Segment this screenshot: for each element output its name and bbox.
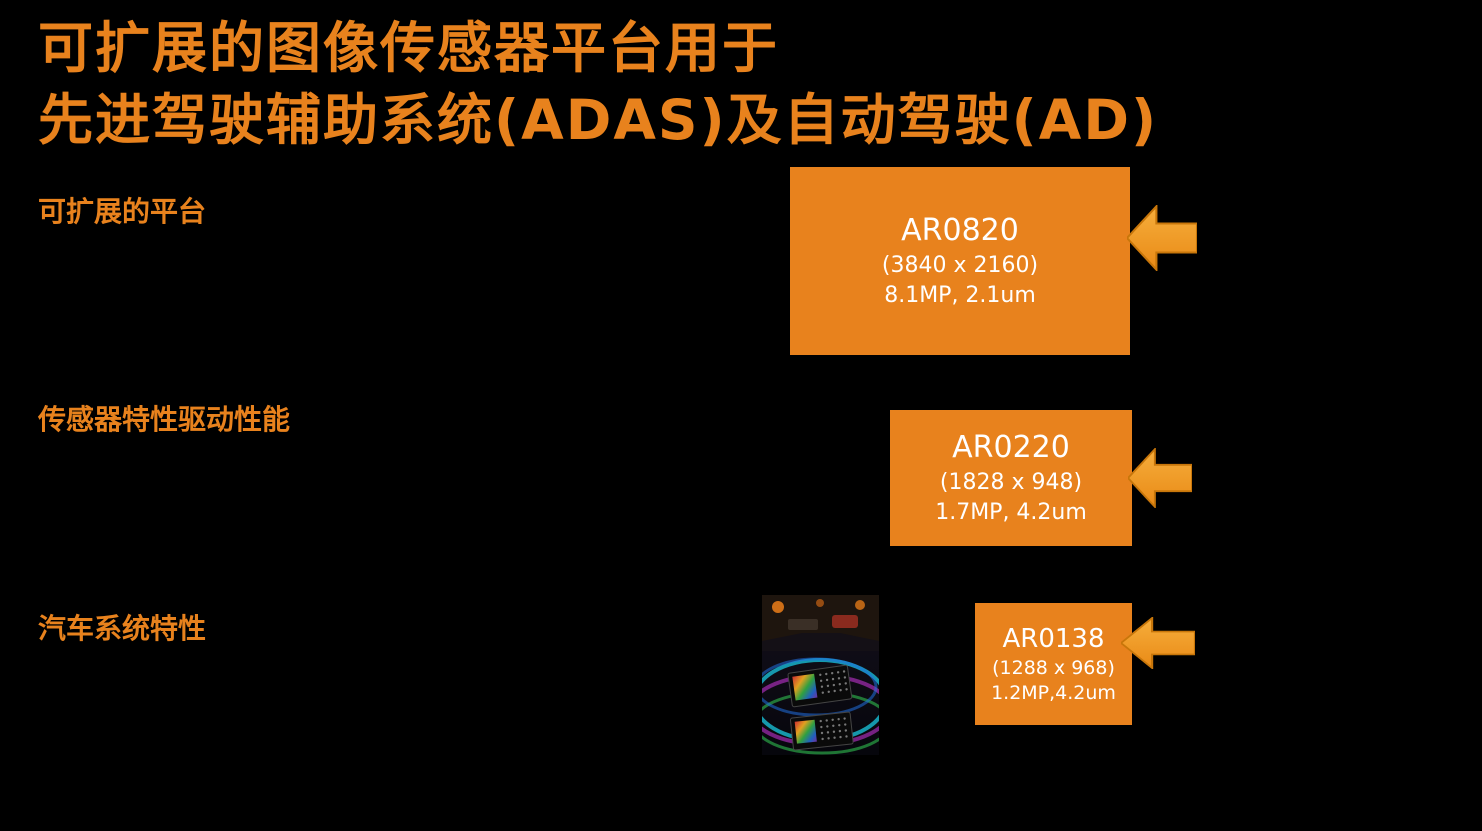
section-label-scalable-platform: 可扩展的平台	[38, 195, 207, 228]
sensor-box-ar0220: AR0220 (1828 x 948) 1.7MP, 4.2um	[890, 410, 1132, 546]
sensor-resolution: (1288 x 968)	[992, 657, 1115, 679]
sensor-resolution: (3840 x 2160)	[881, 253, 1039, 278]
left-arrow-icon	[1127, 205, 1197, 271]
car-camera-demo-image	[762, 595, 879, 755]
sensor-name: AR0220	[952, 430, 1070, 465]
sensor-box-ar0138: AR0138 (1288 x 968) 1.2MP,4.2um	[975, 603, 1132, 725]
sensor-box-ar0820: AR0820 (3840 x 2160) 8.1MP, 2.1um	[790, 167, 1130, 355]
sensor-resolution: (1828 x 948)	[939, 470, 1083, 495]
sensor-name: AR0138	[1002, 624, 1105, 654]
left-arrow-icon	[1128, 448, 1192, 508]
page-title-line1: 可扩展的图像传感器平台用于	[38, 16, 780, 80]
section-label-automotive-features: 汽车系统特性	[38, 612, 207, 645]
sensor-spec: 8.1MP, 2.1um	[884, 283, 1036, 308]
section-label-sensor-performance: 传感器特性驱动性能	[38, 403, 291, 436]
sensor-name: AR0820	[901, 213, 1019, 248]
page-title: 可扩展的图像传感器平台用于 先进驾驶辅助系统(ADAS)及自动驾驶(AD)	[38, 12, 1158, 156]
left-arrow-icon	[1121, 617, 1195, 669]
page-title-line2: 先进驾驶辅助系统(ADAS)及自动驾驶(AD)	[38, 88, 1159, 152]
sensor-spec: 1.7MP, 4.2um	[935, 500, 1087, 525]
sensor-spec: 1.2MP,4.2um	[991, 682, 1116, 704]
